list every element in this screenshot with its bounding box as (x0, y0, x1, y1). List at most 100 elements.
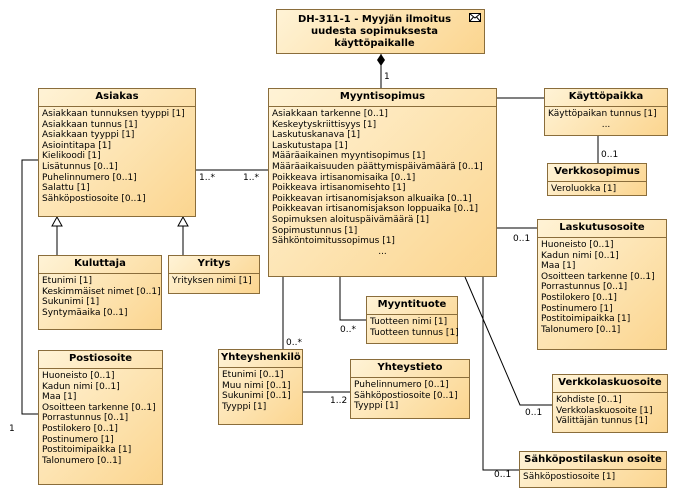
composition-diamond (377, 54, 385, 66)
attribute: Sähköpostiosoite [1] (523, 472, 616, 482)
class-asiakas[interactable]: Asiakas Asiakkaan tunnuksen tyyppi [1] A… (38, 88, 196, 217)
class-myyntituote[interactable]: Myyntituote Tuotteen nimi [1] Tuotteen t… (366, 296, 459, 344)
attribute: Poikkeavan irtisanomisjakson loppuaika [… (272, 204, 479, 215)
multiplicity-myyntisopimus: 1..* (243, 173, 259, 183)
attribute: Sähköntoimitussopimus [1] (272, 236, 395, 247)
attribute: Sukunimi [0..1] (222, 391, 291, 402)
attribute: Kadun nimi [0..1] (42, 381, 120, 392)
envelope-icon (469, 13, 481, 22)
class-kuluttaja[interactable]: Kuluttaja Etunimi [1] Keskimmäiset nimet… (38, 255, 162, 330)
class-title: Käyttöpaikka (545, 89, 667, 107)
attribute: Postinumero [1] (541, 303, 613, 314)
class-title: Postiosoite (39, 351, 162, 369)
class-myyntisopimus[interactable]: Myyntisopimus Asiakkaan tarkenne [0..1] … (268, 88, 497, 277)
attribute: Porrastunnus [0..1] (541, 282, 628, 293)
attribute-ellipsis: ... (378, 246, 387, 257)
class-postiosoite[interactable]: Postiosoite Huoneisto [0..1] Kadun nimi … (38, 350, 163, 485)
attribute: Käyttöpaikan tunnus [1] (548, 109, 657, 119)
generalization-triangle-right (177, 215, 189, 227)
attribute-list: Asiakkaan tunnuksen tyyppi [1] Asiakkaan… (39, 107, 195, 206)
attribute: Tyyppi [1] (222, 401, 267, 412)
class-title: Kuluttaja (39, 256, 161, 274)
generalization-triangle-left (51, 215, 63, 227)
multiplicity-root: 1 (384, 72, 390, 82)
class-title: Yhteyshenkilö (219, 350, 302, 368)
multiplicity-asiakas: 1..* (199, 173, 215, 183)
attribute: Salattu [1] (42, 183, 90, 194)
class-title: Yritys (169, 256, 259, 274)
attribute-list: Kohdiste [0..1] Verkkolaskuosoite [1] Vä… (553, 393, 667, 429)
class-title: Verkkosopimus (548, 164, 646, 182)
attribute: Tuotteen nimi [1] (370, 317, 448, 327)
class-yritys[interactable]: Yritys Yrityksen nimi [1] (168, 255, 260, 294)
attribute: Sopimuksen aloituspäivämäärä [1] (272, 214, 430, 225)
attribute: Lisätunnus [0..1] (42, 161, 118, 172)
class-kayttopaikka[interactable]: Käyttöpaikka Käyttöpaikan tunnus [1] ... (544, 88, 668, 136)
attribute: Talonumero [0..1] (541, 324, 621, 335)
multiplicity-sahkopostilasku: 0..1 (494, 470, 512, 480)
attribute: Kohdiste [0..1] (556, 395, 622, 405)
attribute: Etunimi [0..1] (222, 370, 284, 380)
attribute-list: Asiakkaan tarkenne [0..1] Keskeytyskriit… (269, 107, 496, 259)
attribute: Osoitteen tarkenne [0..1] (42, 402, 156, 413)
attribute-list: Etunimi [1] Keskimmäiset nimet [0..1] Su… (39, 274, 161, 320)
myyntituote-link (339, 277, 366, 321)
attribute: Määräaikaisuuden päättymispäivämäärä [0.… (272, 161, 483, 172)
attribute: Postilokero [0..1] (42, 423, 118, 434)
attribute: Postinumero [1] (42, 434, 114, 445)
attribute: Huoneisto [0..1] (541, 240, 614, 250)
attribute: Kadun nimi [0..1] (541, 250, 619, 261)
attribute: Yrityksen nimi [1] (172, 276, 252, 286)
class-verkkosopimus[interactable]: Verkkosopimus Veroluokka [1] (547, 163, 647, 196)
attribute: Laskutuskanava [1] (272, 130, 361, 141)
attribute: Asiakkaan tunnus [1] (42, 119, 138, 130)
attribute: Postitoimipaikka [1] (541, 314, 631, 325)
attribute: Tyyppi [1] (354, 401, 399, 412)
attribute: Postilokero [0..1] (541, 292, 617, 303)
attribute-list: Käyttöpaikan tunnus [1] ... (545, 107, 667, 132)
class-title: Sähköpostilaskun osoite (520, 452, 666, 470)
attribute: Postitoimipaikka [1] (42, 445, 132, 456)
root-title: DH-311-1 - Myyjän ilmoitus uudesta sopim… (297, 14, 452, 49)
class-yhteystieto[interactable]: Yhteystieto Puhelinnumero [0..1] Sähköpo… (350, 359, 470, 419)
attribute-list: Tuotteen nimi [1] Tuotteen tunnus [1] (367, 315, 459, 340)
class-laskutusosoite[interactable]: Laskutusosoite Huoneisto [0..1] Kadun ni… (537, 219, 667, 350)
attribute-list: Etunimi [0..1] Muu nimi [0..1] Sukunimi … (219, 368, 302, 414)
class-title: Myyntituote (367, 297, 457, 315)
class-title: Yhteystieto (351, 360, 469, 378)
attribute: Asiakkaan tunnuksen tyyppi [1] (42, 109, 185, 119)
attribute: Maa [1] (541, 261, 576, 272)
attribute: Etunimi [1] (42, 276, 93, 286)
attribute: Asiakkaan tyyppi [1] (42, 130, 135, 141)
attribute: Maa [1] (42, 392, 77, 403)
attribute: Keskimmäiset nimet [0..1] (42, 286, 161, 297)
attribute: Verkkolaskuosoite [1] (556, 405, 653, 416)
attribute: Poikkeavan irtisanomisjakson alkuaika [0… (272, 193, 472, 204)
attribute: Veroluokka [1] (551, 184, 617, 194)
attribute: Asiointitapa [1] (42, 140, 111, 151)
attribute: Sähköpostiosoite [0..1] (354, 390, 458, 401)
multiplicity-yhteyshenkilo: 0..* (286, 338, 302, 348)
attribute: Määräaikainen myyntisopimus [1] (272, 151, 426, 162)
class-title: Verkkolaskuosoite (553, 375, 667, 393)
attribute-list: Puhelinnumero [0..1] Sähköpostiosoite [0… (351, 378, 469, 414)
attribute: Huoneisto [0..1] (42, 371, 115, 381)
attribute: Sähköpostiosoite [0..1] (42, 193, 146, 204)
multiplicity-verkkolaskuosoite: 0..1 (525, 408, 543, 418)
attribute: Välittäjän tunnus [1] (556, 416, 648, 427)
multiplicity-postiosoite: 1 (9, 424, 15, 434)
attribute: Sukunimi [1] (42, 297, 100, 308)
attribute-list: Yrityksen nimi [1] (169, 274, 259, 289)
multiplicity-yhteystieto: 1..2 (330, 396, 348, 406)
attribute: Talonumero [0..1] (42, 455, 122, 466)
attribute: Syntymäaika [0..1] (42, 307, 128, 318)
class-yhteyshenkilo[interactable]: Yhteyshenkilö Etunimi [0..1] Muu nimi [0… (218, 349, 303, 425)
attribute: Porrastunnus [0..1] (42, 413, 129, 424)
attribute: Sopimustunnus [1] (272, 225, 358, 236)
attribute: Poikkeava irtisanomisaika [0..1] (272, 172, 416, 183)
attribute: Puhelinnumero [0..1] (354, 380, 449, 390)
class-verkkolaskuosoite[interactable]: Verkkolaskuosoite Kohdiste [0..1] Verkko… (552, 374, 668, 433)
attribute: Poikkeava irtisanomisehto [1] (272, 183, 406, 194)
class-sahkopostilaskun-osoite[interactable]: Sähköpostilaskun osoite Sähköpostiosoite… (519, 451, 667, 488)
